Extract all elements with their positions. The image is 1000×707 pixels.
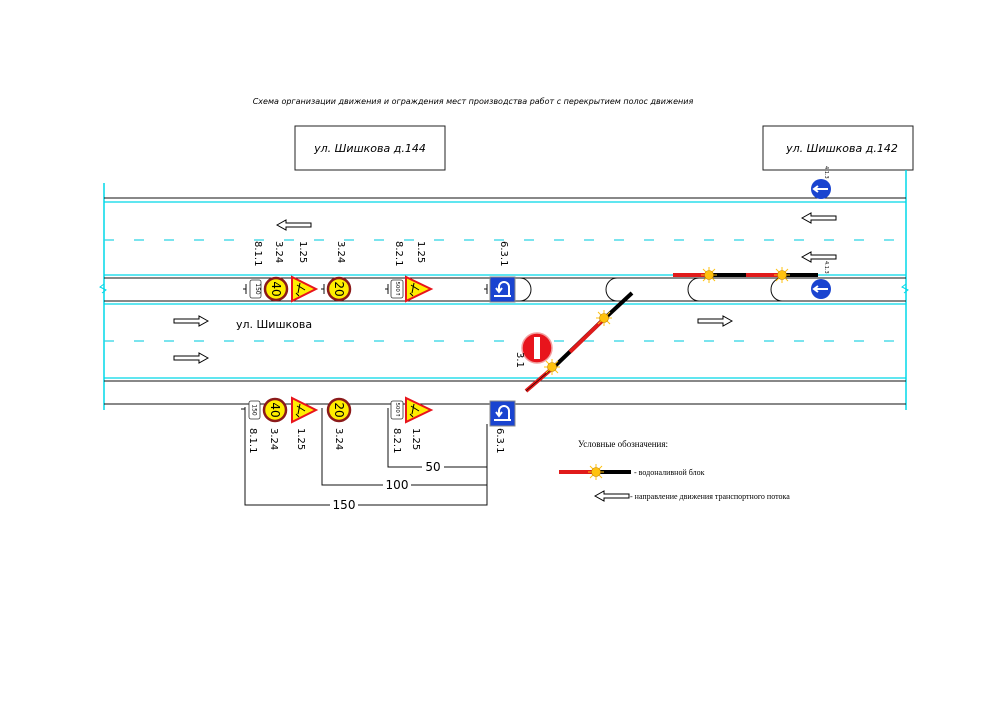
sign-code: 3.24: [335, 241, 346, 263]
signs-bottom: 150 40 20 500↑ 8.1.1 3.24 1.25 3.24 8.2.…: [241, 396, 516, 453]
speed-limit-40-sign: 40: [262, 397, 288, 423]
u-turn-sign: [489, 400, 516, 427]
building-label: ул. Шишкова д.144: [313, 142, 426, 155]
diagram-title: Схема организации движения и ограждения …: [253, 97, 694, 106]
sign-code: 3.24: [273, 241, 284, 263]
speed-limit-20-sign: 20: [326, 397, 352, 423]
water-filled-barrier-horizontal: [673, 266, 818, 284]
svg-text:40: 40: [268, 402, 282, 417]
speed-limit-40-sign: 40: [263, 276, 289, 302]
arrow-left-icon: [276, 219, 312, 231]
arrow-right-icon: [697, 315, 733, 327]
arrow-right-icon: [173, 315, 209, 327]
sign-code: 1.25: [297, 241, 308, 263]
warning-lamp-icon: [595, 309, 613, 327]
svg-text:500↑: 500↑: [394, 281, 401, 296]
building-142: ул. Шишкова д.142: [762, 125, 914, 171]
sign-code: 8.2.1: [393, 241, 404, 266]
legend-item-water-block: - водоналивной блок: [559, 463, 705, 481]
road-works-sign: [291, 396, 319, 424]
dimension-50: 50: [425, 460, 440, 474]
no-entry-sign: 3.1: [514, 332, 553, 368]
svg-text:40: 40: [269, 281, 283, 296]
svg-text:500↑: 500↑: [394, 402, 401, 417]
arrow-left-icon: [801, 251, 837, 263]
water-filled-block-icon: [587, 463, 605, 481]
legend-label: - направление движения транспортного пот…: [630, 492, 790, 501]
street-label: ул. Шишкова: [236, 318, 312, 331]
dimension-100: 100: [386, 478, 409, 492]
road-works-sign: [405, 275, 434, 303]
svg-text:20: 20: [332, 402, 346, 417]
sign-code: 3.1: [514, 352, 525, 368]
sign-code: 1.25: [410, 428, 421, 450]
sign-code: 3.24: [268, 428, 279, 450]
dimension-lines: [244, 408, 488, 506]
plate-8-1-1: [249, 279, 262, 299]
direction-sign-left-median: 4.1.3: [811, 261, 831, 299]
arrow-left-icon: [801, 212, 837, 224]
sign-code: 1.25: [415, 241, 426, 263]
sign-code: 4.1.3: [823, 261, 829, 274]
road-works-sign: [291, 275, 319, 303]
svg-text:20: 20: [332, 281, 346, 296]
sign-code: 8.1.1: [247, 428, 258, 453]
plate-8-2-1: [390, 279, 404, 299]
arrow-right-icon: [173, 352, 209, 364]
speed-limit-20-sign: 20: [326, 276, 352, 302]
sign-code: 4.1.3: [823, 166, 829, 179]
signs-top: 150 40 20 500↑ 8.1.1 3.24 1.2: [243, 241, 516, 303]
building-144: ул. Шишкова д.144: [294, 125, 446, 171]
sign-code: 3.24: [333, 428, 344, 450]
svg-text:150: 150: [254, 283, 261, 295]
building-label: ул. Шишкова д.142: [785, 142, 898, 155]
sign-code: 6.3.1: [494, 428, 505, 453]
sign-code: 8.2.1: [391, 428, 402, 453]
sign-code: 8.1.1: [252, 241, 263, 266]
u-turn-sign: [489, 276, 516, 303]
road-works-sign: [405, 396, 434, 424]
traffic-direction-arrow-icon: [594, 490, 630, 502]
svg-text:150: 150: [251, 404, 258, 416]
direction-sign-left-top: 4.1.3: [811, 166, 831, 199]
water-filled-barrier-diagonal: [524, 291, 634, 393]
dimension-150: 150: [333, 498, 356, 512]
warning-lamp-icon: [700, 266, 718, 284]
legend: Условные обозначения: - водоналивной бло…: [559, 439, 790, 502]
legend-label: - водоналивной блок: [634, 468, 705, 477]
warning-lamp-icon: [543, 358, 561, 376]
sign-code: 1.25: [295, 428, 306, 450]
warning-lamp-icon: [773, 266, 791, 284]
sign-code: 6.3.1: [498, 241, 509, 266]
legend-item-traffic-direction: - направление движения транспортного пот…: [594, 490, 790, 502]
legend-title: Условные обозначения:: [578, 439, 668, 449]
